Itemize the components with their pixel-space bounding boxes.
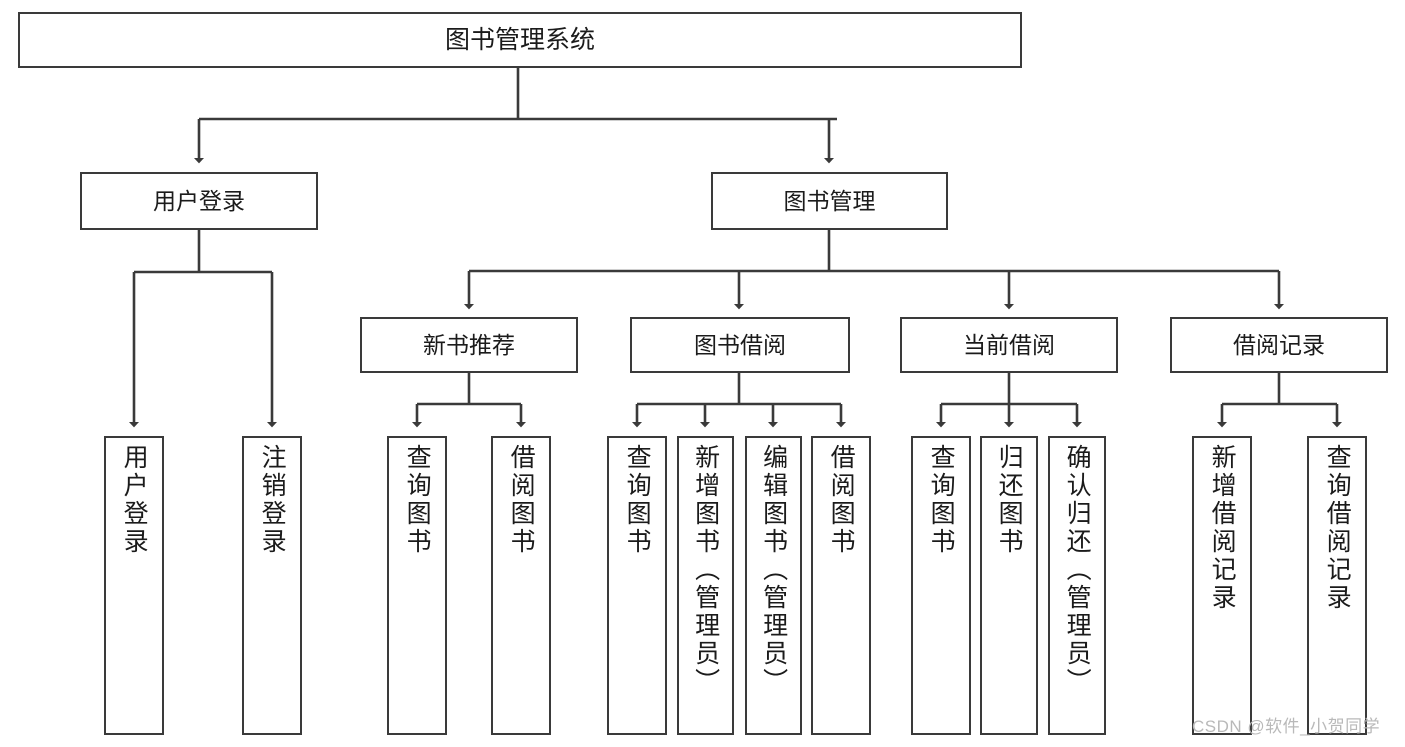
node-label: 新书推荐 [423,331,515,358]
node-label: 注销登录 [258,444,287,556]
node-label: 用户登录 [120,444,149,556]
leaf-new-book-borrow-book[interactable]: 借阅图书 [491,436,551,735]
node-label: 查询图书 [927,444,956,556]
node-root-library-management-system[interactable]: 图书管理系统 [18,12,1022,68]
node-new-book-recommend[interactable]: 新书推荐 [360,317,578,373]
leaf-user-login[interactable]: 用户登录 [104,436,164,735]
node-label: 编辑图书（管理员） [759,444,788,696]
leaf-borrow-record-query-record[interactable]: 查询借阅记录 [1307,436,1367,735]
node-label: 查询借阅记录 [1323,444,1352,612]
node-book-borrow[interactable]: 图书借阅 [630,317,850,373]
leaf-new-book-query-book[interactable]: 查询图书 [387,436,447,735]
leaf-book-borrow-edit-book-admin[interactable]: 编辑图书（管理员） [745,436,802,735]
node-book-management[interactable]: 图书管理 [711,172,948,230]
node-label: 借阅图书 [827,444,856,556]
node-label: 图书借阅 [694,331,786,358]
node-current-borrow[interactable]: 当前借阅 [900,317,1118,373]
node-borrow-record[interactable]: 借阅记录 [1170,317,1388,373]
leaf-book-borrow-borrow-book[interactable]: 借阅图书 [811,436,871,735]
node-label: 当前借阅 [963,331,1055,358]
node-label: 归还图书 [995,444,1024,556]
node-label: 查询图书 [623,444,652,556]
leaf-book-borrow-add-book-admin[interactable]: 新增图书（管理员） [677,436,734,735]
leaf-current-borrow-return-book[interactable]: 归还图书 [980,436,1038,735]
leaf-book-borrow-query-book[interactable]: 查询图书 [607,436,667,735]
node-label: 新增借阅记录 [1208,444,1237,612]
node-label: 借阅记录 [1233,331,1325,358]
leaf-logout-login[interactable]: 注销登录 [242,436,302,735]
leaf-current-borrow-query-book[interactable]: 查询图书 [911,436,971,735]
leaf-current-borrow-confirm-return-admin[interactable]: 确认归还（管理员） [1048,436,1106,735]
node-label: 查询图书 [403,444,432,556]
node-label: 确认归还（管理员） [1063,444,1092,696]
node-label: 图书管理 [783,187,876,214]
node-user-login[interactable]: 用户登录 [80,172,318,230]
node-label: 借阅图书 [507,444,536,556]
node-label: 新增图书（管理员） [691,444,720,696]
node-label: 图书管理系统 [444,25,595,54]
node-label: 用户登录 [153,187,245,214]
leaf-borrow-record-add-record[interactable]: 新增借阅记录 [1192,436,1252,735]
